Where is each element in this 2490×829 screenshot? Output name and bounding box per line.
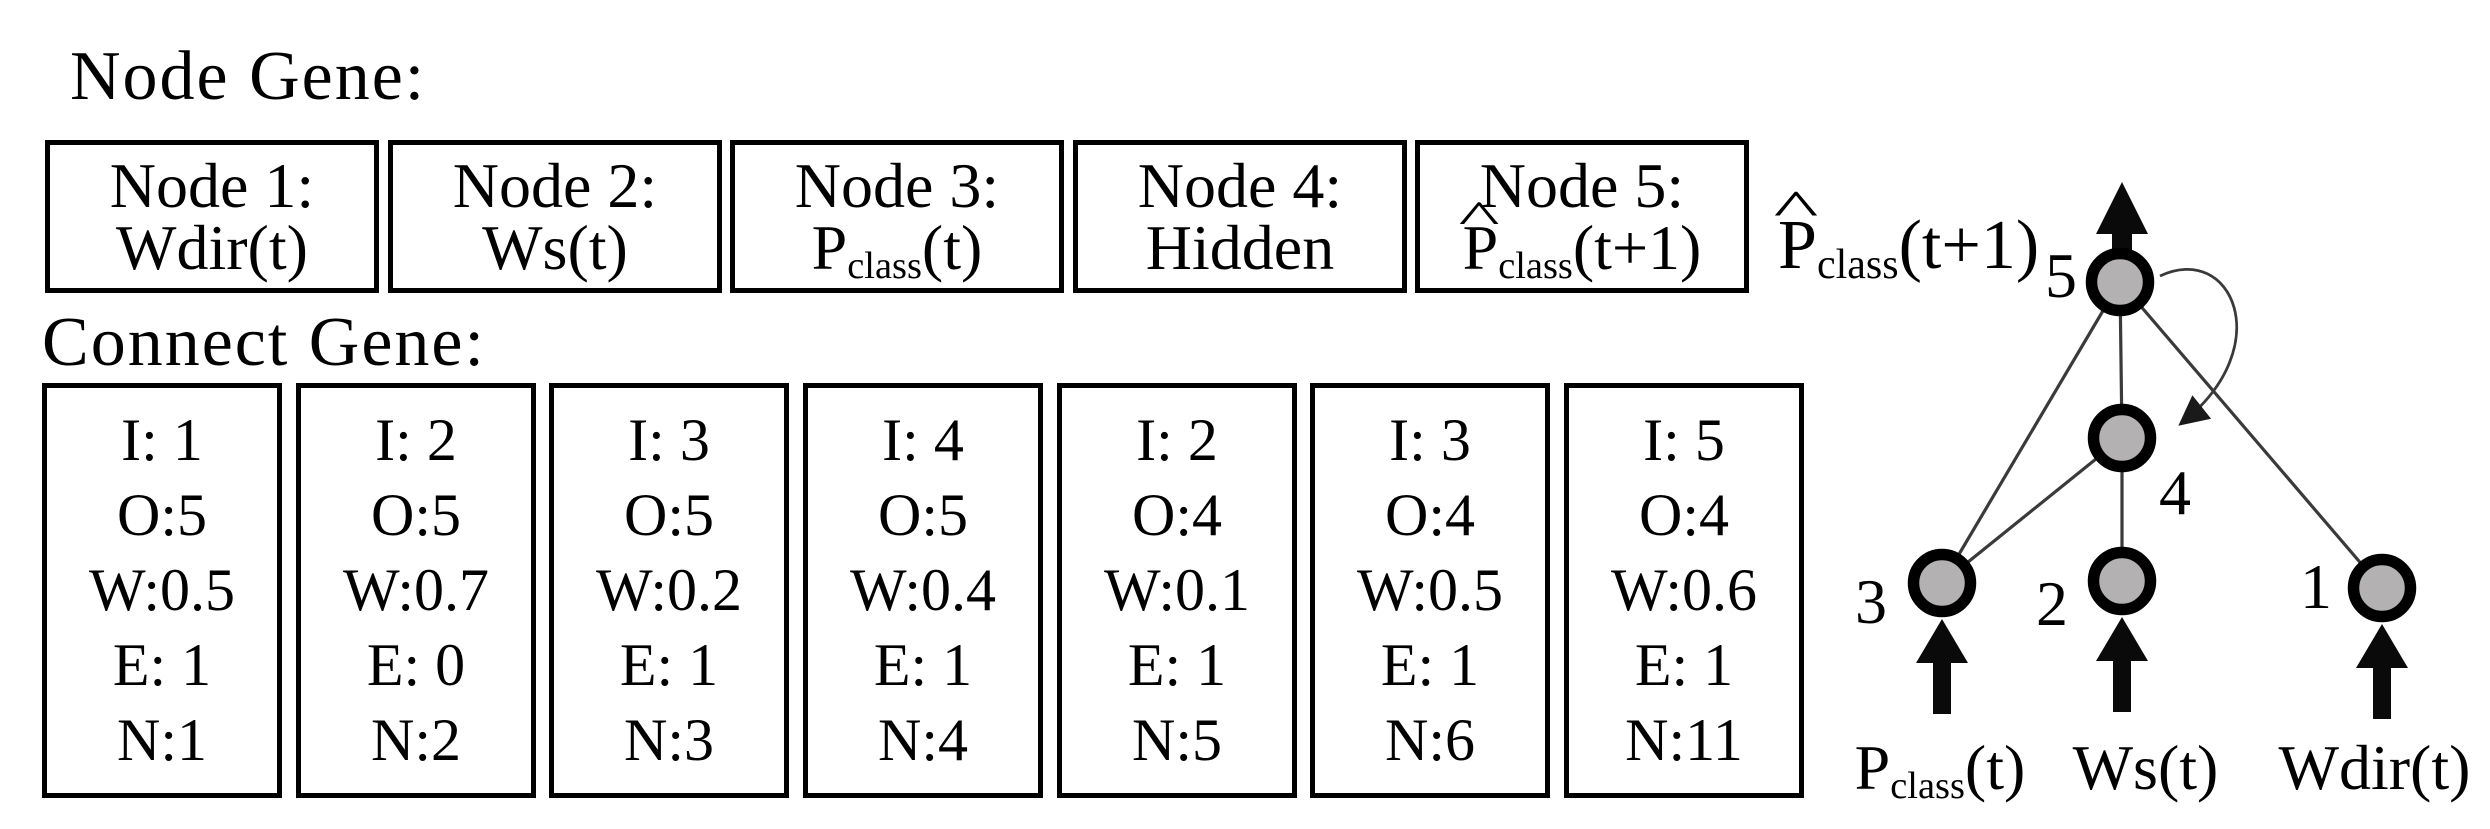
output-node-field: O:5 — [624, 482, 714, 548]
node-number-3: 3 — [1855, 566, 1887, 637]
connect-gene-box-1: I: 1 O:5 W:0.5 E: 1 N:1 — [42, 383, 282, 798]
connect-gene-box-6: I: 3 O:4 W:0.5 E: 1 N:6 — [1310, 383, 1550, 798]
input-label-node2: Ws(t) — [2072, 732, 2219, 803]
node-number-5: 5 — [2045, 240, 2077, 311]
pclass-subscript: class — [1816, 242, 1899, 289]
enabled-field: E: 1 — [873, 632, 973, 698]
network-output-label: ^Pclass(t+1) — [1773, 182, 2040, 289]
pclass-suffix: (t+1) — [1898, 207, 2040, 284]
input-node-field: I: 3 — [628, 407, 710, 473]
edge-1-to-5 — [2118, 280, 2384, 590]
pclass-base: P — [1854, 732, 1891, 803]
node-gene-box-5: Node 5: ^Pclass(t+1) — [1415, 140, 1749, 293]
enabled-field: E: 1 — [619, 632, 719, 698]
pclass-base: P — [1462, 211, 1499, 283]
node-gene-box-4: Node 4: Hidden — [1073, 140, 1407, 293]
node-number-1: 1 — [2300, 551, 2332, 622]
node-circle-3 — [1907, 548, 1977, 618]
node-gene-title: Node 3: — [794, 149, 1000, 221]
input-node-field: I: 4 — [882, 407, 964, 473]
node-gene-box-2: Node 2: Ws(t) — [388, 140, 722, 293]
node-circle-4 — [2087, 403, 2157, 473]
input-node-field: I: 5 — [1643, 407, 1725, 473]
edge-3-to-4 — [1940, 436, 2124, 585]
input-label-node1: Wdir(t) — [2278, 732, 2471, 803]
innovation-field: N:5 — [1132, 707, 1222, 773]
weight-field: W:0.5 — [1356, 557, 1504, 623]
output-node-field: O:4 — [1639, 482, 1729, 548]
hat-accent-icon: ^ — [1773, 179, 1819, 236]
output-node-field: O:5 — [878, 482, 968, 548]
input-node-field: I: 2 — [375, 407, 457, 473]
input-arrow-icon-node1 — [2356, 624, 2408, 719]
pclass-subscript: class — [1890, 765, 1965, 808]
p-hat-wrap: ^P — [1773, 182, 1818, 286]
recurrent-edge-5-to-4 — [2159, 268, 2239, 426]
input-node-field: I: 1 — [121, 407, 203, 473]
node-gene-title: Node 5: — [1479, 149, 1685, 221]
output-node-field: O:4 — [1385, 482, 1475, 548]
node-gene-box-3: Node 3: Pclass(t) — [730, 140, 1064, 293]
output-node-field: O:5 — [117, 482, 207, 548]
node-gene-label: Pclass(t) — [812, 215, 983, 285]
connect-gene-box-5: I: 2 O:4 W:0.1 E: 1 N:5 — [1057, 383, 1297, 798]
pclass-subscript: class — [1498, 244, 1573, 287]
weight-field: W:0.1 — [1103, 557, 1251, 623]
node-gene-section-title: Node Gene: — [70, 38, 427, 115]
input-node-field: I: 3 — [1389, 407, 1471, 473]
output-arrow-icon — [2096, 182, 2148, 251]
innovation-field: N:3 — [624, 707, 714, 773]
node-gene-title: Node 2: — [452, 149, 658, 221]
p-hat-wrap: ^P — [1458, 195, 1499, 279]
pclass-suffix: (t) — [1964, 732, 2026, 803]
node-circle-2 — [2087, 546, 2157, 616]
pclass-suffix: (t+1) — [1572, 211, 1702, 283]
node-circle-1 — [2347, 553, 2417, 623]
hat-accent-icon: ^ — [1458, 192, 1500, 244]
enabled-field: E: 1 — [1127, 632, 1227, 698]
weight-field: W:0.7 — [342, 557, 490, 623]
node-gene-label: ^Pclass(t+1) — [1458, 195, 1701, 285]
output-node-field: O:4 — [1132, 482, 1222, 548]
innovation-field: N:6 — [1385, 707, 1475, 773]
node-gene-title: Node 4: — [1137, 149, 1343, 221]
node-gene-label: Ws(t) — [482, 211, 628, 283]
innovation-field: N:1 — [117, 707, 207, 773]
weight-field: W:0.4 — [849, 557, 997, 623]
node-gene-label: Wdir(t) — [116, 211, 308, 283]
output-node-field: O:5 — [371, 482, 461, 548]
node-number-2: 2 — [2036, 568, 2068, 639]
input-arrow-icon-node3 — [1916, 619, 1968, 714]
input-arrow-icon-node2 — [2096, 617, 2148, 712]
pclass-base: P — [1778, 207, 1817, 284]
innovation-field: N:11 — [1625, 707, 1743, 773]
weight-field: W:0.5 — [88, 557, 236, 623]
pclass-subscript: class — [847, 244, 922, 287]
pclass-base: P — [811, 211, 848, 283]
node-gene-box-1: Node 1: Wdir(t) — [45, 140, 379, 293]
connect-gene-box-4: I: 4 O:5 W:0.4 E: 1 N:4 — [803, 383, 1043, 798]
enabled-field: E: 1 — [1634, 632, 1734, 698]
enabled-field: E: 0 — [366, 632, 466, 698]
input-node-field: I: 2 — [1136, 407, 1218, 473]
pclass-suffix: (t) — [921, 211, 983, 283]
connect-gene-box-3: I: 3 O:5 W:0.2 E: 1 N:3 — [549, 383, 789, 798]
innovation-field: N:2 — [371, 707, 461, 773]
innovation-field: N:4 — [878, 707, 968, 773]
weight-field: W:0.6 — [1610, 557, 1758, 623]
connect-gene-section-title: Connect Gene: — [42, 304, 486, 381]
weight-field: W:0.2 — [595, 557, 743, 623]
connect-gene-box-7: I: 5 O:4 W:0.6 E: 1 N:11 — [1564, 383, 1804, 798]
enabled-field: E: 1 — [1380, 632, 1480, 698]
network-graph: 5 4 3 2 1 — [1855, 182, 2417, 719]
node-gene-label: Hidden — [1145, 211, 1335, 283]
input-label-node3: Pclass(t) — [1840, 731, 2040, 805]
enabled-field: E: 1 — [112, 632, 212, 698]
edge-3-to-5 — [1940, 281, 2122, 584]
connect-gene-box-2: I: 2 O:5 W:0.7 E: 0 N:2 — [296, 383, 536, 798]
node-number-4: 4 — [2159, 457, 2191, 528]
node-gene-title: Node 1: — [109, 149, 315, 221]
node-circle-5 — [2085, 247, 2155, 317]
